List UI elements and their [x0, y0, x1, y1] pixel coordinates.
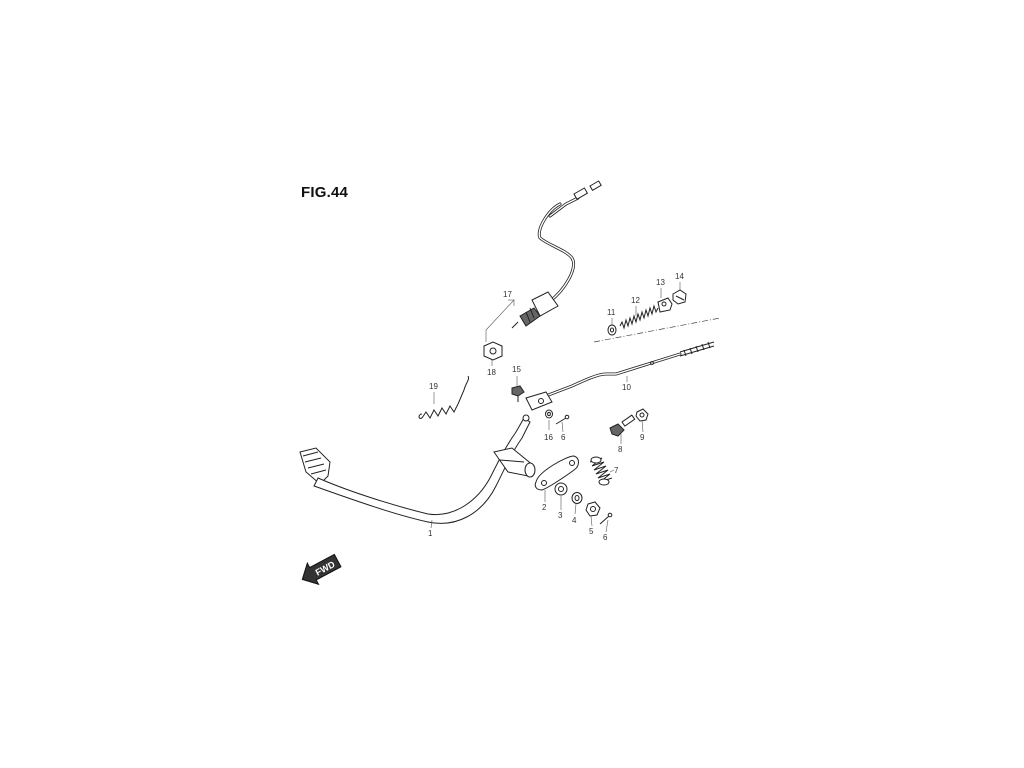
callout-11: 11 — [607, 308, 616, 317]
callout-2: 2 — [542, 503, 547, 512]
rod-spring-drawing — [619, 304, 659, 330]
callout-12: 12 — [631, 296, 640, 305]
callout-7: 7 — [614, 466, 619, 475]
switch-nut-drawing — [483, 341, 503, 361]
forward-arrow-icon: FWD — [301, 553, 342, 586]
stop-switch-drawing — [511, 180, 602, 329]
washer-small-drawing — [571, 492, 583, 504]
callout-16: 16 — [544, 433, 553, 442]
figure-title: FIG.44 — [301, 184, 349, 201]
callout-6-lower: 6 — [603, 533, 608, 542]
callout-18: 18 — [487, 368, 496, 377]
washer-drawing — [554, 482, 568, 496]
callout-17: 17 — [503, 290, 512, 299]
callout-4: 4 — [572, 516, 577, 525]
joint-pin-drawing — [657, 297, 673, 313]
nut-drawing — [585, 501, 601, 517]
callout-9: 9 — [640, 433, 645, 442]
leader-lines — [430, 282, 681, 533]
callout-15: 15 — [512, 365, 521, 374]
brake-pedal-drawing — [299, 414, 536, 524]
callout-13: 13 — [656, 278, 665, 287]
callout-19: 19 — [429, 382, 438, 391]
cotter-pin-lower-drawing — [599, 512, 613, 525]
bolt-drawing — [609, 414, 636, 437]
cotter-pin-upper-drawing — [555, 414, 570, 425]
callout-labels: 1 2 3 4 5 6 6 7 8 9 10 11 12 13 14 15 16… — [428, 272, 684, 542]
rod-clevis-bolt-drawing — [511, 385, 525, 402]
callout-14: 14 — [675, 272, 684, 281]
brake-rod-drawing — [525, 341, 715, 411]
nut-small-drawing — [635, 408, 649, 422]
callout-1: 1 — [428, 529, 433, 538]
switch-spring-drawing — [418, 375, 469, 419]
callout-10: 10 — [622, 383, 631, 392]
pedal-plate-drawing — [534, 455, 579, 491]
callout-3: 3 — [558, 511, 563, 520]
rod-nut-drawing — [607, 324, 617, 336]
clevis-washer-drawing — [545, 409, 553, 419]
callout-6-upper: 6 — [561, 433, 566, 442]
return-spring-drawing — [589, 456, 613, 486]
callout-5: 5 — [589, 527, 594, 536]
adjusting-nut-drawing — [672, 289, 687, 305]
callout-8: 8 — [618, 445, 623, 454]
